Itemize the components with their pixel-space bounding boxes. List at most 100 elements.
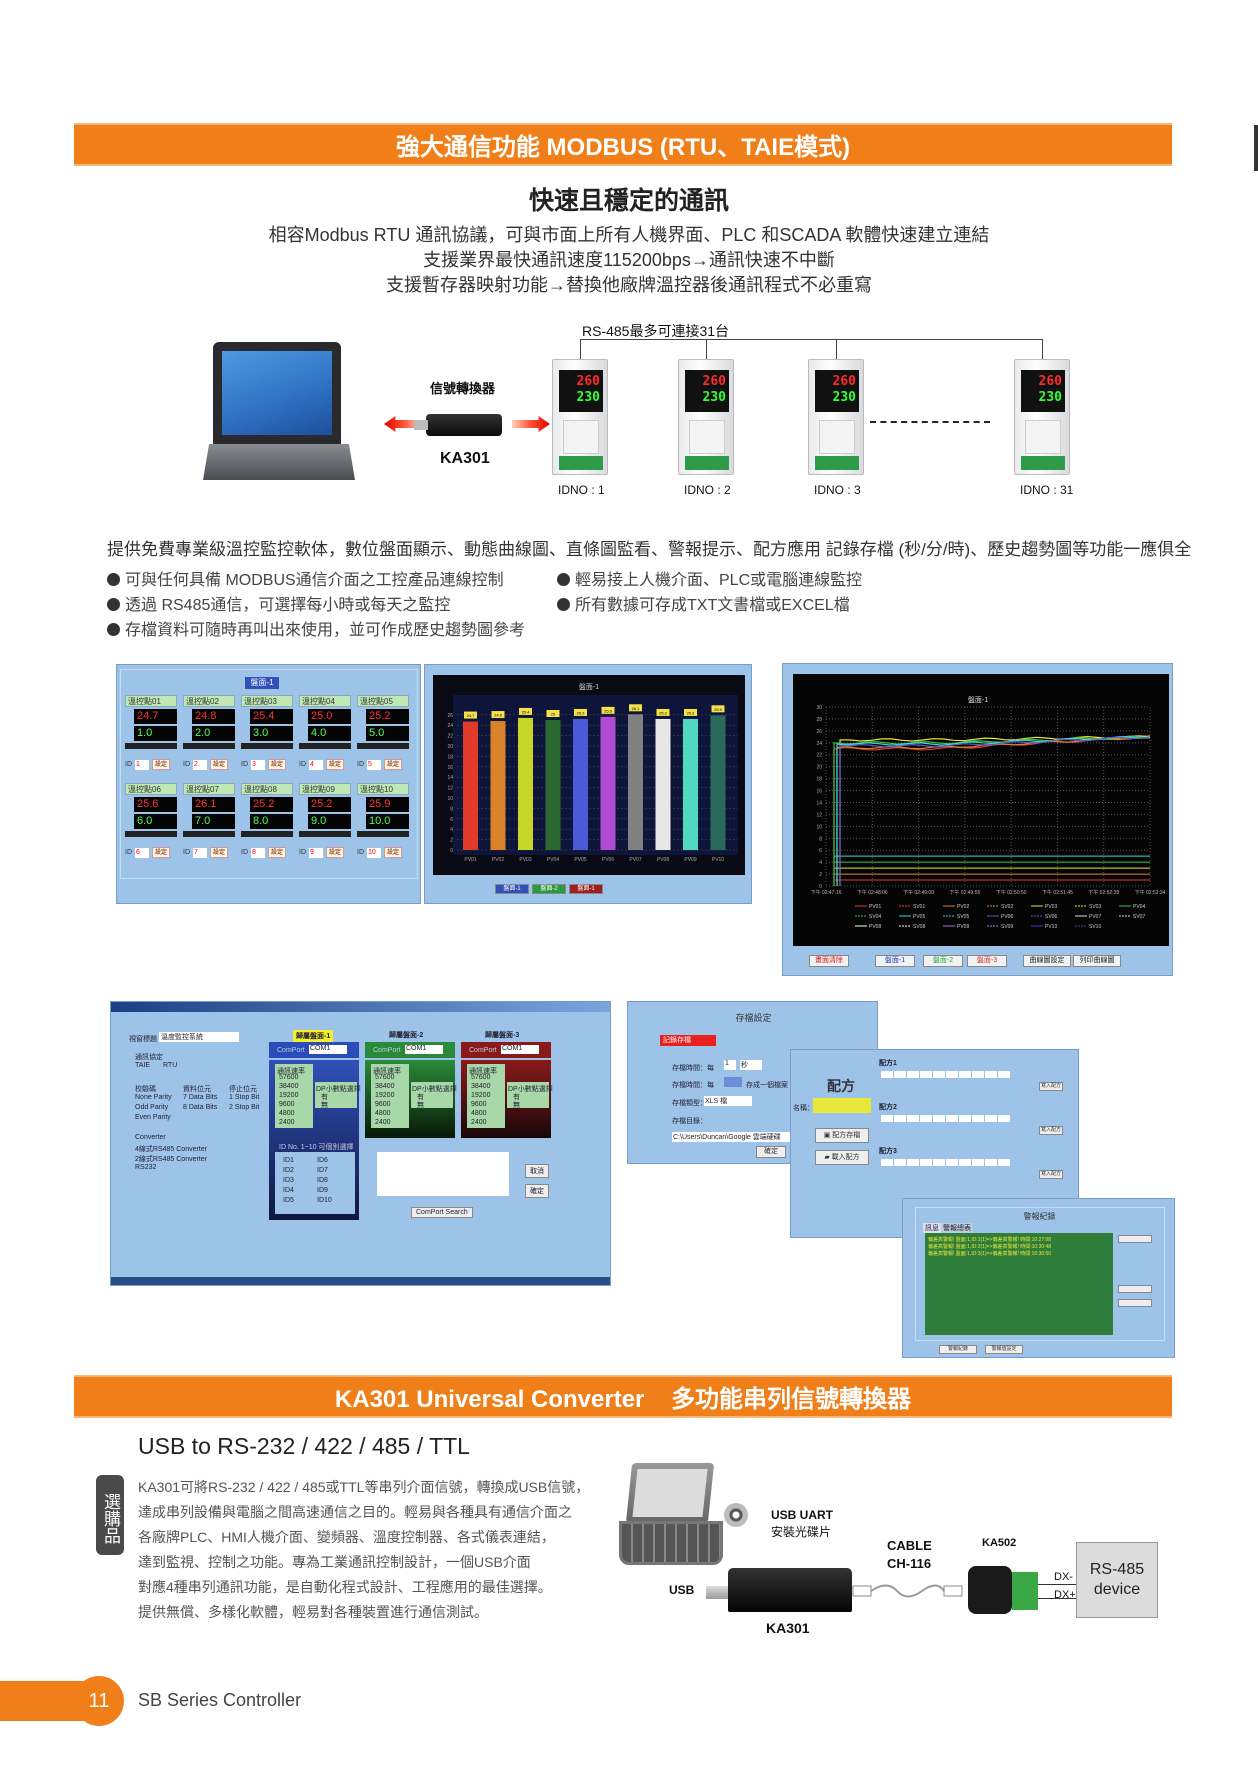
baud-radio[interactable]: 4800	[471, 1110, 487, 1117]
cancel-button[interactable]: 取消	[525, 1164, 549, 1178]
comport-select[interactable]: COM1	[405, 1045, 443, 1054]
set-button[interactable]: 設定	[268, 759, 286, 770]
baud-radio[interactable]: 19200	[279, 1092, 299, 1099]
id-input[interactable]: 4	[309, 759, 323, 770]
parity-radio[interactable]: Even Parity	[135, 1114, 171, 1121]
recipe-value-input[interactable]	[933, 1071, 945, 1078]
recipe-value-input[interactable]	[998, 1071, 1010, 1078]
alarm-setting-button[interactable]: 警報值設定	[985, 1345, 1023, 1354]
baud-radio[interactable]: 2400	[471, 1119, 487, 1126]
parity-radio[interactable]: None Parity	[135, 1094, 172, 1101]
recipe-value-input[interactable]	[972, 1071, 984, 1078]
file-type-select[interactable]: XLS 檔	[704, 1096, 752, 1106]
set-button[interactable]: 設定	[210, 759, 228, 770]
baud-radio[interactable]: 4800	[375, 1110, 391, 1117]
converter-radio[interactable]: 4線式RS485 Converter	[135, 1146, 207, 1153]
period-select[interactable]	[724, 1077, 742, 1087]
id-input[interactable]: 7	[193, 847, 207, 858]
set-button[interactable]: 設定	[384, 847, 402, 858]
id-checkbox[interactable]: ID1	[283, 1157, 294, 1164]
baud-radio[interactable]: 57600	[471, 1074, 491, 1081]
parity-radio[interactable]: Odd Parity	[135, 1104, 169, 1111]
recipe-value-input[interactable]	[998, 1115, 1010, 1122]
baud-radio[interactable]: 9600	[471, 1101, 487, 1108]
interval-unit-select[interactable]: 秒	[740, 1060, 762, 1070]
trend-button[interactable]: 盤面-2	[923, 955, 963, 967]
recipe-value-input[interactable]	[959, 1115, 971, 1122]
baud-radio[interactable]: 2400	[279, 1119, 295, 1126]
id-checkbox[interactable]: ID7	[317, 1167, 328, 1174]
dp-radio[interactable]: 無	[513, 1102, 520, 1109]
recipe-value-input[interactable]	[933, 1115, 945, 1122]
set-button[interactable]: 設定	[326, 847, 344, 858]
recipe-value-input[interactable]	[972, 1159, 984, 1166]
dir-input[interactable]: C:\Users\Duncan\Google 雲端硬碟	[672, 1132, 792, 1142]
baud-radio[interactable]: 4800	[279, 1110, 295, 1117]
id-checkbox[interactable]: ID10	[317, 1197, 332, 1204]
id-checkbox[interactable]: ID4	[283, 1187, 294, 1194]
panel-button-2[interactable]: 盤面-2	[532, 884, 566, 894]
id-input[interactable]: 8	[251, 847, 265, 858]
write-recipe-button[interactable]: 寫入配方	[1039, 1126, 1063, 1135]
id-input[interactable]: 2	[193, 759, 207, 770]
protocol-radio[interactable]: RTU	[163, 1062, 178, 1069]
recipe-value-input[interactable]	[946, 1071, 958, 1078]
alarm-side-button[interactable]	[1118, 1299, 1152, 1307]
set-button[interactable]: 設定	[384, 759, 402, 770]
comport-select[interactable]: COM1	[501, 1045, 539, 1054]
trend-button[interactable]: 盤面-1	[875, 955, 915, 967]
dp-radio[interactable]: 有	[513, 1094, 520, 1101]
trend-button[interactable]: 列印曲線圖	[1073, 955, 1121, 967]
comport-search-button[interactable]: ComPort Search	[411, 1207, 473, 1218]
trend-button[interactable]: 畫面清除	[809, 955, 849, 967]
set-button[interactable]: 設定	[210, 847, 228, 858]
id-checkbox[interactable]: ID8	[317, 1177, 328, 1184]
recipe-value-input[interactable]	[946, 1159, 958, 1166]
recipe-name-input[interactable]	[813, 1098, 871, 1113]
recipe-value-input[interactable]	[881, 1071, 893, 1078]
baud-radio[interactable]: 19200	[375, 1092, 395, 1099]
recipe-value-input[interactable]	[907, 1115, 919, 1122]
recipe-value-input[interactable]	[907, 1159, 919, 1166]
baud-radio[interactable]: 2400	[375, 1119, 391, 1126]
id-input[interactable]: 3	[251, 759, 265, 770]
baud-radio[interactable]: 9600	[279, 1101, 295, 1108]
id-checkbox[interactable]: ID9	[317, 1187, 328, 1194]
recipe-value-input[interactable]	[985, 1159, 997, 1166]
recipe-value-input[interactable]	[998, 1159, 1010, 1166]
recipe-save-button[interactable]: ▣ 配方存檔	[815, 1128, 869, 1143]
panel-checkbox[interactable]: 歸屬盤面-2	[389, 1032, 424, 1039]
dp-radio[interactable]: 無	[321, 1102, 328, 1109]
protocol-radio[interactable]: TAIE	[135, 1062, 151, 1069]
recipe-value-input[interactable]	[920, 1159, 932, 1166]
baud-radio[interactable]: 38400	[375, 1083, 395, 1090]
record-enable-checkbox[interactable]: 記錄存檔	[660, 1035, 716, 1046]
set-button[interactable]: 設定	[326, 759, 344, 770]
set-button[interactable]: 設定	[152, 759, 170, 770]
id-checkbox[interactable]: ID3	[283, 1177, 294, 1184]
id-checkbox[interactable]: ID5	[283, 1197, 294, 1204]
baud-radio[interactable]: 38400	[471, 1083, 491, 1090]
recipe-value-input[interactable]	[972, 1115, 984, 1122]
stopbits-radio[interactable]: 1 Stop Bit	[229, 1094, 260, 1101]
recipe-value-input[interactable]	[959, 1071, 971, 1078]
id-input[interactable]: 5	[367, 759, 381, 770]
id-input[interactable]: 10	[367, 847, 381, 858]
set-button[interactable]: 設定	[268, 847, 286, 858]
baud-radio[interactable]: 38400	[279, 1083, 299, 1090]
stopbits-radio[interactable]: 2 Stop Bit	[229, 1104, 260, 1111]
dp-radio[interactable]: 有	[321, 1094, 328, 1101]
write-recipe-button[interactable]: 寫入配方	[1039, 1082, 1063, 1091]
id-input[interactable]: 9	[309, 847, 323, 858]
alarm-log-button[interactable]: 警報紀錄	[939, 1345, 977, 1354]
id-input[interactable]: 6	[135, 847, 149, 858]
recipe-value-input[interactable]	[946, 1115, 958, 1122]
panel-button-1[interactable]: 盤面-1	[495, 884, 529, 894]
recipe-value-input[interactable]	[881, 1159, 893, 1166]
id-checkbox[interactable]: ID6	[317, 1157, 328, 1164]
converter-radio[interactable]: RS232	[135, 1164, 157, 1171]
trend-button[interactable]: 盤面-3	[967, 955, 1007, 967]
alarm-side-button[interactable]	[1118, 1235, 1152, 1243]
recipe-value-input[interactable]	[894, 1071, 906, 1078]
panel-checkbox[interactable]: 歸屬盤面-1	[293, 1030, 334, 1042]
